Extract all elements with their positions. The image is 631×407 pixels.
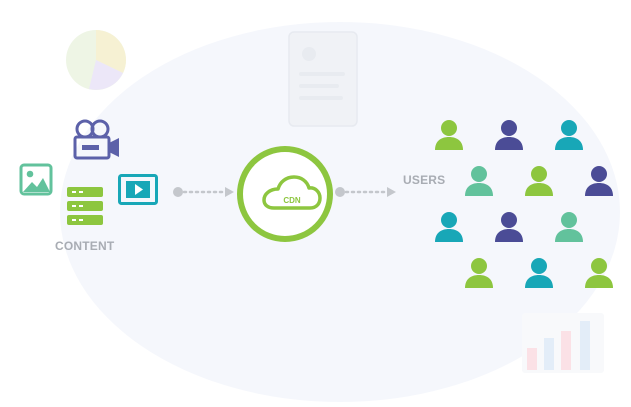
content-label: CONTENT	[55, 239, 115, 253]
user-icon	[435, 120, 463, 150]
user-icon	[525, 166, 553, 196]
cdn-node	[237, 146, 333, 242]
cloud-icon	[262, 175, 322, 210]
user-icon	[465, 166, 493, 196]
user-icon	[495, 120, 523, 150]
faded-bar-chart-icon	[522, 313, 604, 373]
user-icon	[555, 120, 583, 150]
cdn-to-users-arrow	[335, 187, 396, 197]
user-icon	[585, 166, 613, 196]
user-icon	[465, 258, 493, 288]
user-icon	[495, 212, 523, 242]
cdn-label: CDN	[283, 196, 301, 205]
users-label: USERS	[403, 173, 446, 187]
video-camera-icon	[73, 119, 119, 160]
content-to-cdn-arrow	[173, 187, 234, 197]
user-icon	[585, 258, 613, 288]
faded-document-icon	[288, 31, 358, 127]
video-player-icon	[118, 174, 158, 205]
user-icon	[525, 258, 553, 288]
user-icon	[555, 212, 583, 242]
faded-pie-chart-icon	[66, 30, 126, 90]
picture-icon	[19, 163, 53, 196]
user-icon	[435, 212, 463, 242]
server-icon	[67, 187, 103, 225]
